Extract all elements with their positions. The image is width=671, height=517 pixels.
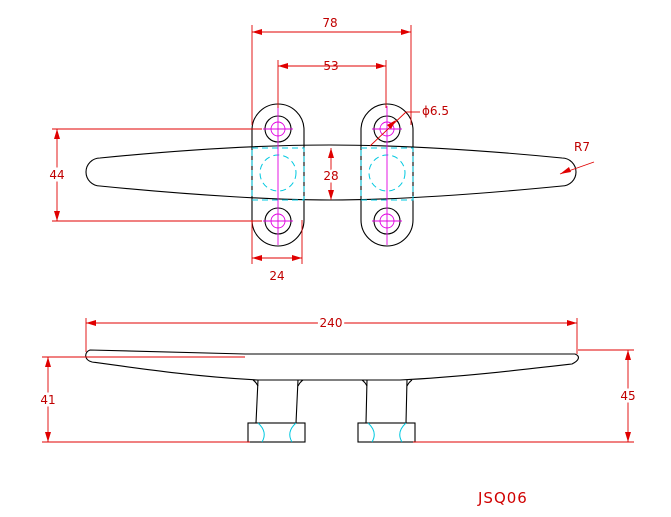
dim-label-78: 78 (322, 16, 337, 30)
arrow-240-left (86, 320, 96, 326)
dim-label-24: 24 (269, 269, 284, 283)
arrow-28-bottom (328, 190, 334, 200)
leader-hole-diameter (369, 111, 407, 147)
side-left-post-fillet (252, 379, 304, 387)
arrow-53-right (376, 63, 386, 69)
top-view: 78 53 ϕ6.5 R7 44 28 24 (47, 16, 595, 283)
arrow-45-top (625, 350, 631, 360)
side-right-foot (357, 422, 416, 443)
dim-label-r7: R7 (574, 140, 590, 154)
right-lug-outline (360, 103, 414, 247)
arrow-41-bottom (45, 432, 51, 442)
side-left-foot (247, 422, 306, 443)
arrow-hole-diameter (387, 120, 396, 129)
arrow-44-top (54, 129, 60, 139)
arrow-24-left (252, 255, 262, 261)
arrow-r7 (560, 167, 571, 174)
dim-label-hole-diameter: ϕ6.5 (422, 104, 449, 118)
dim-label-240: 240 (320, 316, 343, 330)
arrow-78-left (252, 29, 262, 35)
arrow-24-right (292, 255, 302, 261)
arrow-45-bottom (625, 432, 631, 442)
arrow-44-bottom (54, 211, 60, 221)
side-left-foot-hidden (257, 422, 297, 443)
side-body-outline (85, 349, 579, 381)
side-right-post (365, 379, 408, 424)
side-view: 240 41 45 (38, 314, 638, 443)
arrow-28-top (328, 148, 334, 158)
arrow-53-left (278, 63, 288, 69)
dim-label-44: 44 (49, 168, 64, 182)
side-right-post-fillet (361, 379, 413, 387)
side-left-post (255, 379, 299, 424)
dim-label-41: 41 (40, 393, 55, 407)
arrow-78-right (401, 29, 411, 35)
dim-label-53: 53 (323, 59, 338, 73)
part-number-label: JSQ06 (477, 489, 528, 507)
cleat-body-outline (85, 144, 577, 201)
left-lug-outline (251, 103, 305, 247)
dim-label-28: 28 (323, 169, 338, 183)
side-right-foot-hidden (367, 422, 407, 443)
dim-label-45: 45 (620, 389, 635, 403)
arrow-240-right (567, 320, 577, 326)
arrow-41-top (45, 357, 51, 367)
